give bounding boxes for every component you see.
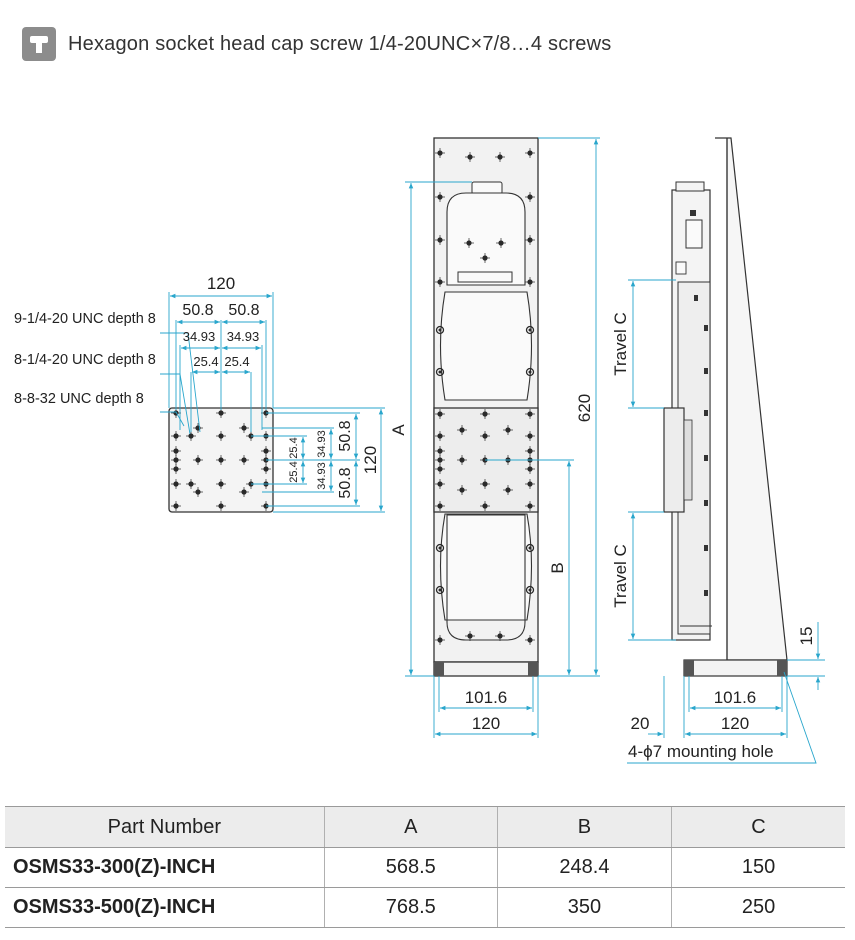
- cell-B: 350: [496, 887, 672, 928]
- dim-top-34-93-right: 34.93: [227, 329, 260, 344]
- dim-travel-c-bottom: Travel C: [611, 544, 630, 608]
- cell-part-number: OSMS33-500(Z)-INCH: [5, 887, 325, 928]
- dim-top-50-8-left: 50.8: [182, 302, 213, 319]
- dim-front-620: 620: [575, 394, 594, 422]
- dim-v-34-93-upper: 34.93: [316, 430, 328, 458]
- dim-side-20: 20: [631, 714, 650, 733]
- spec-table-header-row: Part Number A B C: [5, 806, 845, 848]
- dim-top-50-8-right: 50.8: [228, 302, 259, 319]
- label-holes-8-32-unc: 8-8-32 UNC depth 8: [14, 391, 144, 407]
- cell-part-number: OSMS33-300(Z)-INCH: [5, 847, 325, 888]
- hex-socket-screw-icon: [22, 27, 56, 61]
- header: Hexagon socket head cap screw 1/4-20UNC×…: [22, 26, 611, 62]
- cell-A: 568.5: [323, 847, 498, 888]
- dim-front-A: A: [389, 424, 408, 436]
- dim-top-width: 120: [207, 274, 235, 293]
- dim-v-25-4-lower: 25.4: [288, 461, 300, 482]
- dim-top-25-4-left: 25.4: [193, 354, 218, 369]
- cell-A: 768.5: [323, 887, 498, 928]
- side-view-stage-table: [663, 407, 685, 513]
- header-part-number: Part Number: [5, 806, 325, 848]
- dim-v-50-8-lower: 50.8: [337, 467, 354, 498]
- dim-v-120: 120: [361, 446, 380, 474]
- side-view-bracket: [715, 137, 788, 661]
- cell-C: 150: [671, 847, 845, 888]
- dim-travel-c-top: Travel C: [611, 312, 630, 376]
- table-row: OSMS33-300(Z)-INCH 568.5 248.4 150: [5, 847, 845, 888]
- side-view: Travel C Travel C 15 101.6 20 120 4-ϕ7 m…: [611, 137, 825, 764]
- header-B: B: [496, 806, 672, 848]
- dim-top-34-93-left: 34.93: [183, 329, 216, 344]
- top-view-dimension-lines: [160, 292, 385, 513]
- top-view: 120 50.8 50.8 34.93 34.93 25.4 25.4 9-1/…: [14, 274, 385, 513]
- cell-B: 248.4: [496, 847, 672, 888]
- technical-drawing: 120 50.8 50.8 34.93 34.93 25.4 25.4 9-1/…: [14, 137, 825, 764]
- header-A: A: [323, 806, 498, 848]
- label-holes-9-uncs: 9-1/4-20 UNC depth 8: [14, 311, 156, 327]
- dim-side-120: 120: [721, 714, 749, 733]
- cell-C: 250: [671, 887, 845, 928]
- front-view: A 620 B 101.6 120: [389, 137, 600, 738]
- dim-v-25-4-upper: 25.4: [288, 437, 300, 458]
- label-holes-8-uncs: 8-1/4-20 UNC depth 8: [14, 352, 156, 368]
- dim-side-101-6: 101.6: [714, 688, 757, 707]
- dim-v-34-93-lower: 34.93: [316, 462, 328, 490]
- dim-side-15: 15: [797, 627, 816, 646]
- label-mounting-hole: 4-ϕ7 mounting hole: [628, 742, 774, 761]
- header-C: C: [671, 806, 845, 848]
- dim-front-101-6: 101.6: [465, 688, 508, 707]
- front-view-dimension-lines: [405, 137, 600, 738]
- table-row: OSMS33-500(Z)-INCH 768.5 350 250: [5, 887, 845, 928]
- dim-front-120: 120: [472, 714, 500, 733]
- side-view-dimension-lines: [627, 279, 825, 764]
- dim-top-25-4-right: 25.4: [224, 354, 249, 369]
- header-title: Hexagon socket head cap screw 1/4-20UNC×…: [68, 32, 612, 55]
- spec-table: Part Number A B C OSMS33-300(Z)-INCH 568…: [5, 806, 845, 928]
- dim-front-B: B: [548, 562, 567, 573]
- dim-v-50-8-upper: 50.8: [337, 420, 354, 451]
